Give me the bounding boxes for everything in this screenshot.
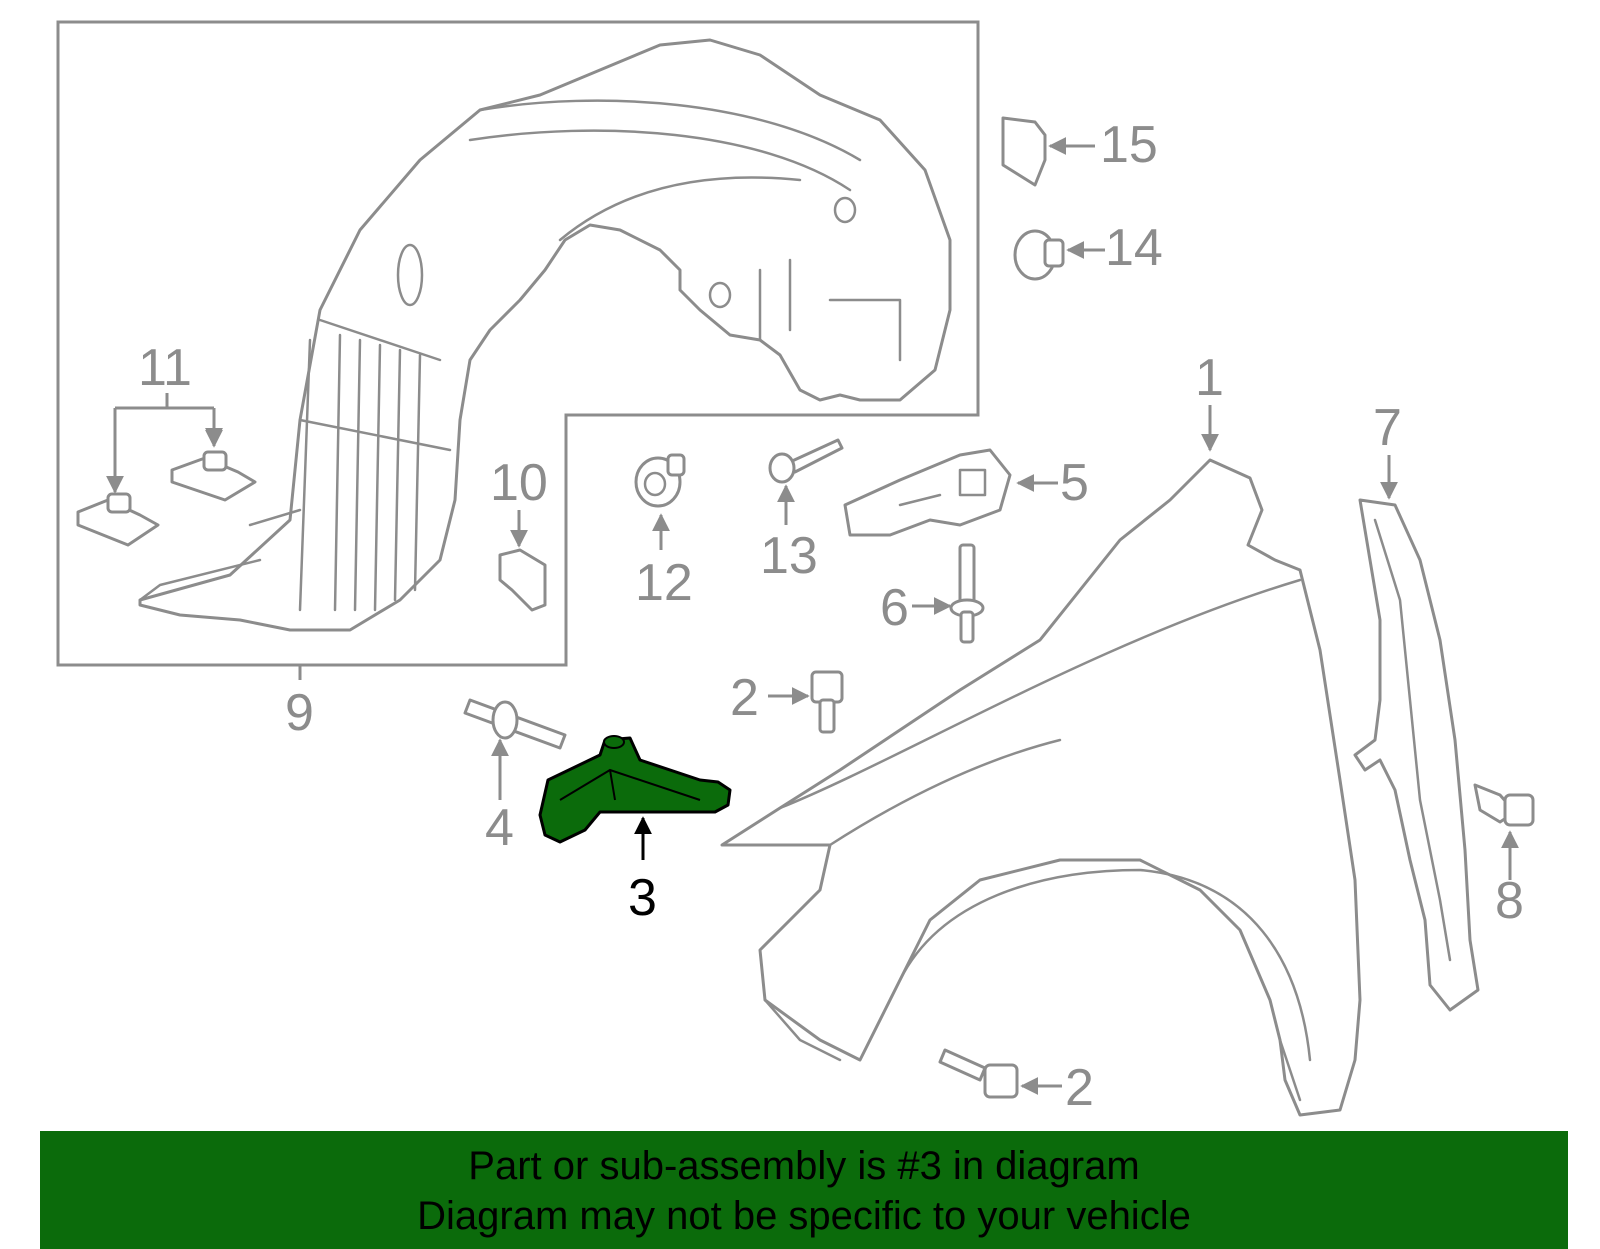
callout-15: 15 [1100, 116, 1158, 174]
clip-part-15[interactable] [1001, 116, 1047, 187]
fender-liner-part-9[interactable] [138, 38, 952, 632]
callout-1: 1 [1195, 349, 1224, 407]
disclaimer-banner: Part or sub-assembly is #3 in diagram Di… [40, 1131, 1568, 1249]
grommet-part-12[interactable] [634, 453, 686, 508]
bracket-part-5[interactable] [843, 448, 1012, 537]
bracket-part-3-highlighted[interactable] [538, 735, 732, 844]
callout-9: 9 [285, 684, 314, 742]
bolt-part-2-lower[interactable] [938, 1048, 1019, 1099]
banner-line-2: Diagram may not be specific to your vehi… [417, 1194, 1191, 1238]
callout-6: 6 [880, 579, 909, 637]
callout-7: 7 [1373, 399, 1402, 457]
callout-14: 14 [1105, 219, 1163, 277]
bolt-part-2-upper[interactable] [810, 670, 844, 734]
callout-4: 4 [485, 799, 514, 857]
clip-nut-part-11[interactable] [76, 450, 257, 547]
callout-5: 5 [1060, 454, 1089, 512]
banner-line-1: Part or sub-assembly is #3 in diagram [468, 1144, 1140, 1188]
callout-2-lower: 2 [1065, 1059, 1094, 1117]
fender-part-1[interactable] [720, 458, 1362, 1117]
stud-bolt-part-4[interactable] [463, 698, 567, 750]
callout-10: 10 [490, 454, 548, 512]
callout-2-upper: 2 [730, 669, 759, 727]
group-box-9 [56, 20, 980, 667]
clip-part-10[interactable] [498, 548, 547, 612]
callout-13: 13 [760, 527, 818, 585]
callout-3: 3 [628, 869, 657, 927]
screw-part-13[interactable] [768, 438, 844, 484]
clip-part-8[interactable] [1473, 783, 1535, 827]
stud-part-6[interactable] [949, 543, 985, 644]
fender-bracket-part-7[interactable] [1353, 498, 1480, 1012]
callout-11: 11 [138, 339, 192, 397]
callout-8: 8 [1495, 872, 1524, 930]
callout-12: 12 [635, 554, 693, 612]
grommet-part-14[interactable] [1013, 229, 1065, 281]
